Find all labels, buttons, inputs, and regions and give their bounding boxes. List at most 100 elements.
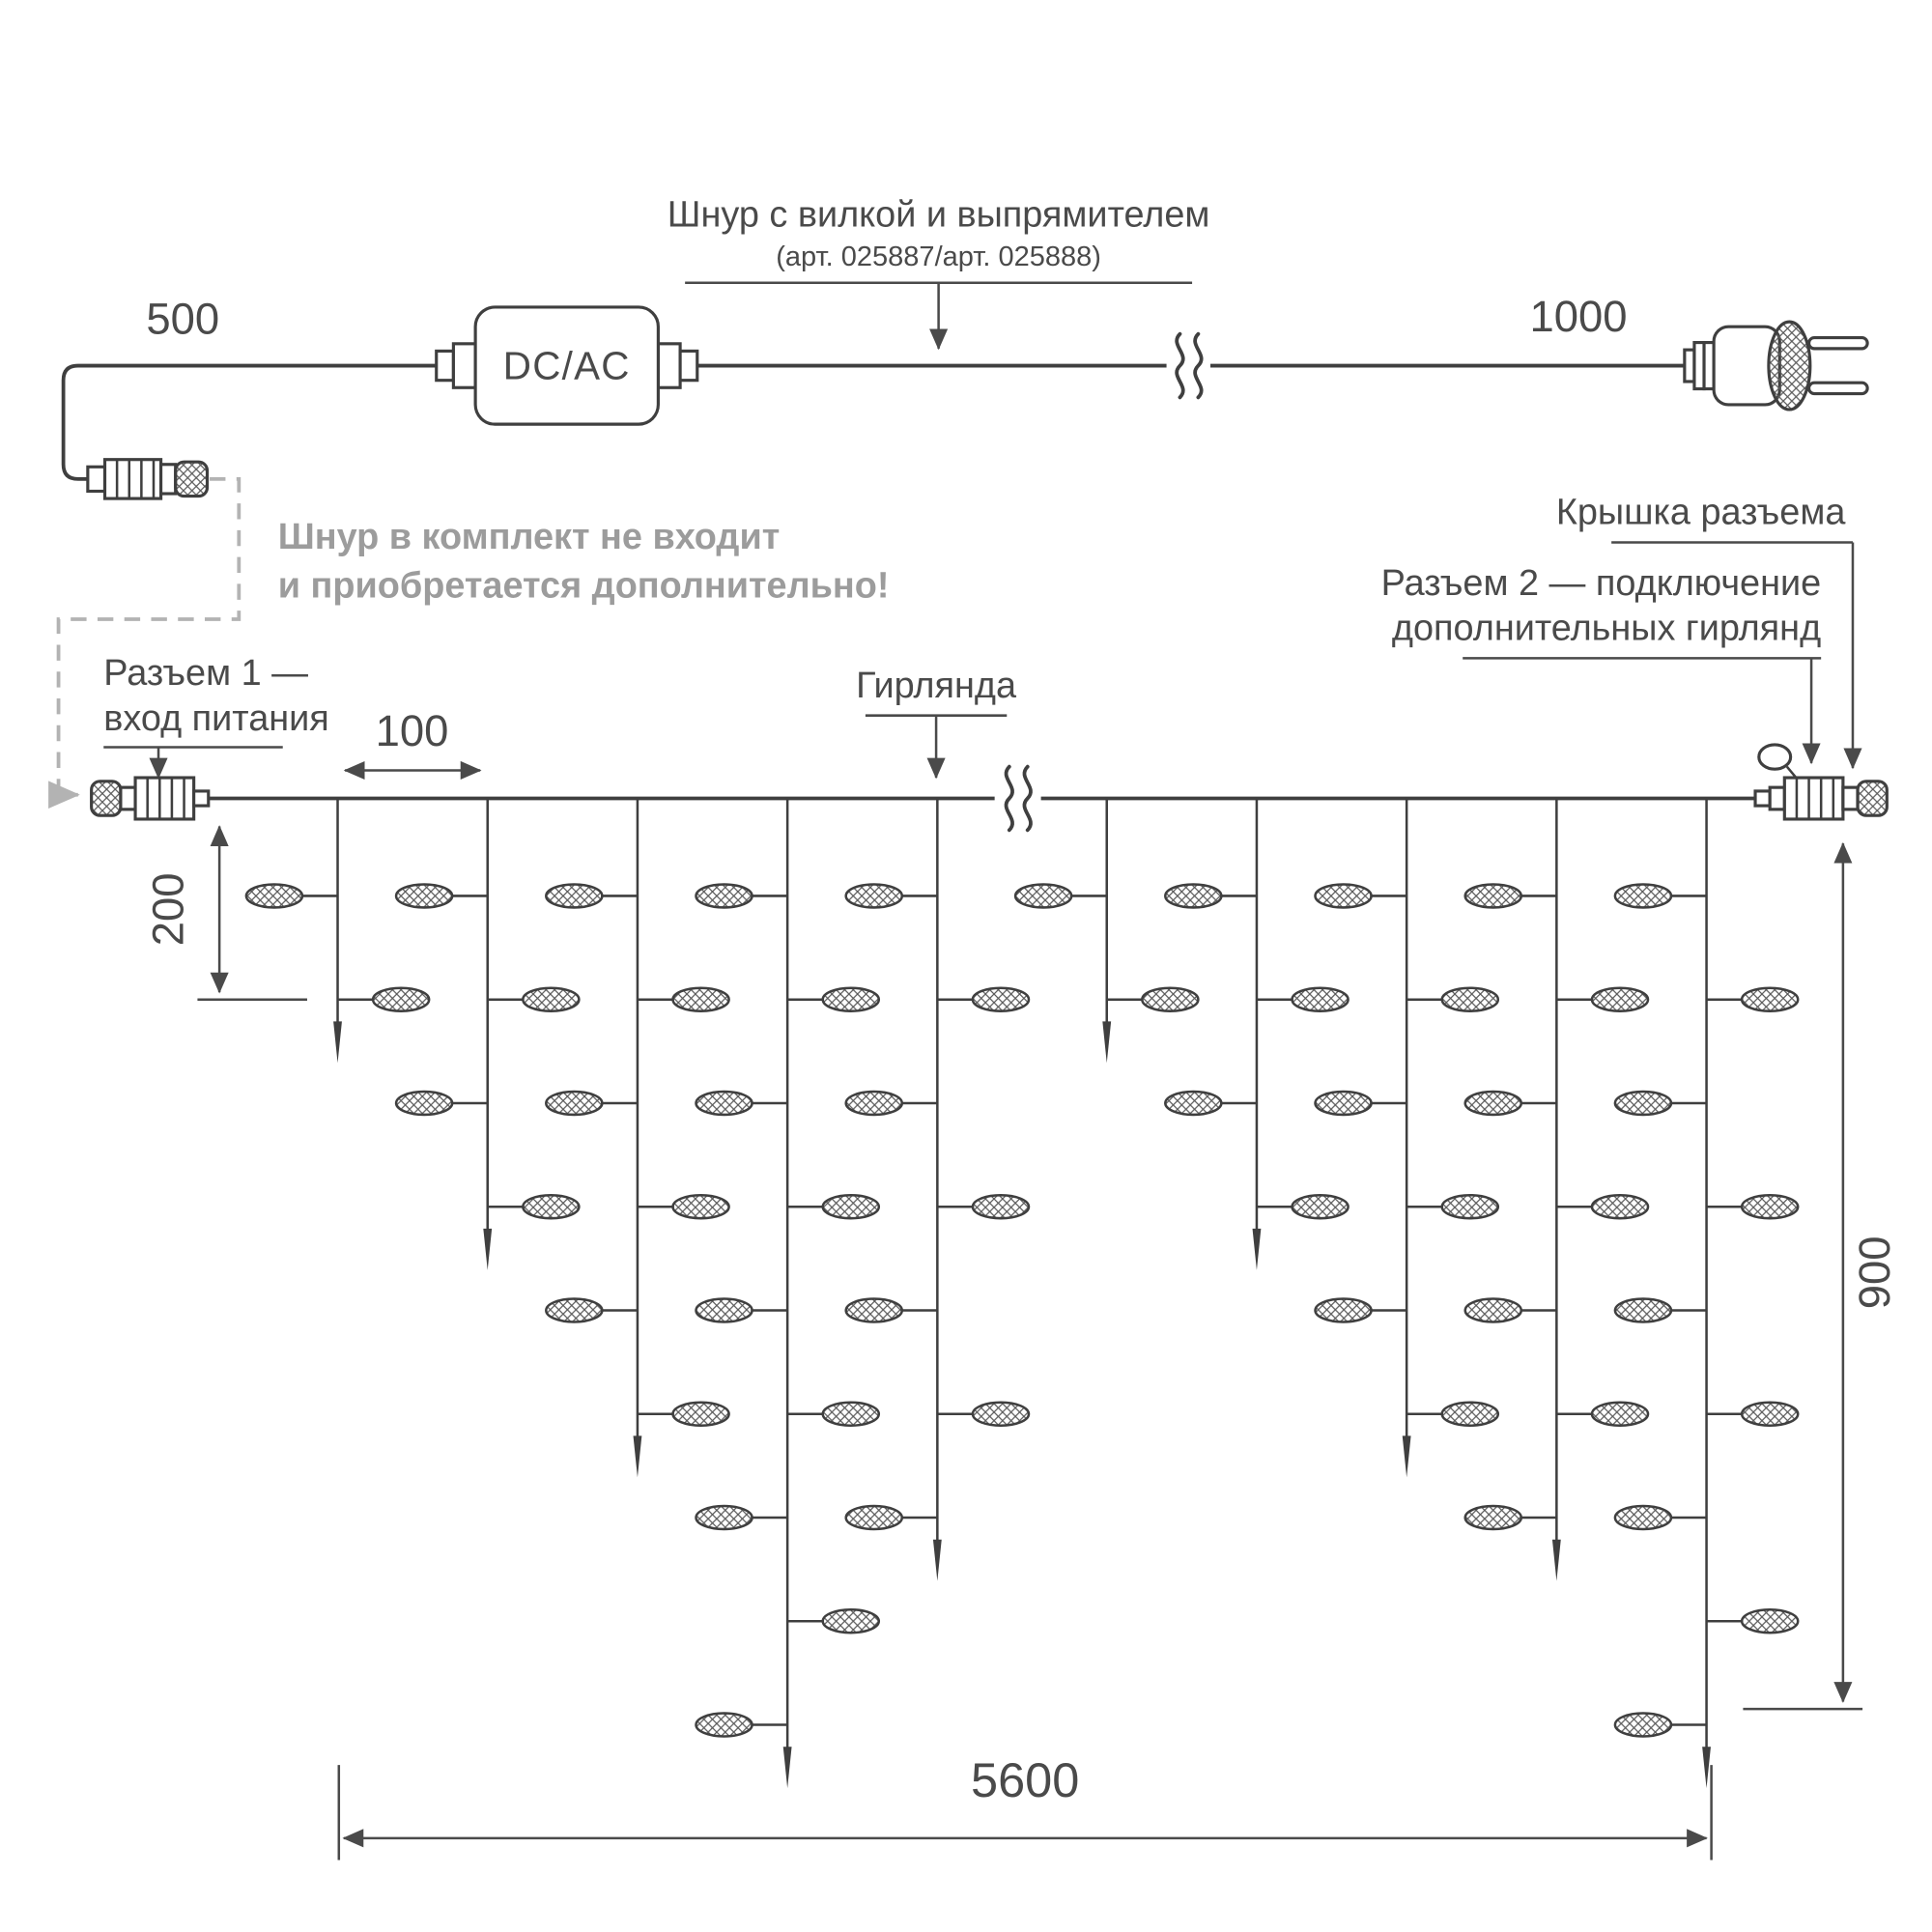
led-bulb [244, 883, 304, 909]
led-bulb [1590, 1193, 1650, 1220]
dcac-converter-box: DC/AC [435, 305, 699, 426]
led-bulb [1440, 1193, 1500, 1220]
led-bulb [695, 1504, 753, 1531]
garland-drop [1013, 798, 1200, 1064]
led-bulb [1613, 1297, 1673, 1323]
converter-label: DC/AC [503, 343, 631, 387]
connector2-line2: дополнительных гирлянд [1392, 608, 1821, 648]
garland-drop [394, 798, 581, 1270]
garland-connector2 [1753, 743, 1889, 821]
led-bulb [1613, 1090, 1673, 1117]
led-bulb [844, 1504, 904, 1531]
led-bulb [1314, 883, 1373, 909]
led-bulb [971, 986, 1031, 1012]
led-bulb [1740, 1193, 1800, 1220]
garland-drop [1314, 798, 1500, 1478]
led-bulb [1440, 986, 1500, 1012]
led-bulb [1440, 1401, 1500, 1427]
led-bulb [522, 986, 581, 1012]
garland-drop [1613, 798, 1800, 1789]
svg-text:5600: 5600 [971, 1752, 1079, 1807]
drop-tip [1702, 1747, 1711, 1789]
led-bulb [1613, 1504, 1673, 1531]
led-bulb [1463, 1090, 1523, 1117]
break-symbol-garland [994, 764, 1041, 833]
led-bulb [1590, 986, 1650, 1012]
led-bulb [1740, 1607, 1800, 1634]
dim-curtain-height: 900 [1743, 841, 1899, 1711]
led-bulb [671, 986, 730, 1012]
note-line1: Шнур в комплект не входит [278, 517, 781, 557]
led-bulb [671, 1401, 730, 1427]
connector1-line1: Разъем 1 — [103, 653, 308, 694]
led-bulb [1141, 986, 1200, 1012]
drop-tip [1402, 1435, 1411, 1478]
plug-face [1767, 320, 1812, 412]
led-bulb [1590, 1401, 1650, 1427]
drop-tip [932, 1539, 942, 1581]
led-bulb [695, 1712, 753, 1738]
connector-nut [174, 460, 210, 498]
led-bulb [1291, 1193, 1350, 1220]
garland-drop [844, 798, 1031, 1581]
connector1-line2: вход питания [103, 698, 329, 739]
led-bulb [821, 1607, 881, 1634]
led-bulb [844, 1297, 904, 1323]
svg-text:200: 200 [143, 872, 192, 946]
dim-first-drop: 200 [143, 825, 307, 1001]
led-bulb [821, 986, 881, 1012]
led-bulb [971, 1193, 1031, 1220]
dim-cord-right: 1000 [1530, 292, 1628, 341]
drop-tip [1551, 1539, 1561, 1581]
led-bulb [545, 1090, 604, 1117]
led-bulb [821, 1193, 881, 1220]
led-bulb [522, 1193, 581, 1220]
led-bulb [1291, 986, 1350, 1012]
led-bulb [1314, 1090, 1373, 1117]
break-symbol-cord [1166, 331, 1210, 400]
led-bulb [1613, 883, 1673, 909]
garland-drop [1463, 798, 1650, 1581]
garland-assembly: Разъем 1 — вход питания Гирлянда Крышка … [90, 493, 1899, 1861]
garland-label: Гирлянда [856, 666, 1017, 706]
led-bulb [821, 1401, 881, 1427]
led-bulb [1740, 986, 1800, 1012]
garland-drops [244, 798, 1800, 1789]
connector2-callout: Разъем 2 — подключение дополнительных ги… [1381, 563, 1821, 765]
led-bulb [394, 1090, 454, 1117]
drop-tip [1102, 1021, 1112, 1064]
garland-drop [244, 798, 431, 1064]
cord-wire-left [61, 363, 441, 481]
led-bulb [1740, 1401, 1800, 1427]
svg-text:100: 100 [376, 706, 449, 755]
drop-tip [483, 1228, 493, 1270]
drop-tip [782, 1747, 792, 1789]
led-bulb [1164, 1090, 1223, 1117]
led-bulb [695, 883, 753, 909]
garland-drop [1164, 798, 1350, 1270]
led-bulb [371, 986, 431, 1012]
led-bulb [1013, 883, 1073, 909]
plug-prong-top [1806, 335, 1869, 351]
led-bulb [1463, 883, 1523, 909]
led-bulb [545, 883, 604, 909]
mains-plug [1683, 320, 1869, 412]
cord-title: Шнур с вилкой и выпрямителем [668, 195, 1210, 236]
led-bulb [1613, 1712, 1673, 1738]
led-bulb [1164, 883, 1223, 909]
connector-cover-cap [1757, 743, 1793, 771]
led-bulb [545, 1297, 604, 1323]
cover-callout: Крышка разъема [1556, 493, 1862, 770]
garland-connector1 [90, 776, 211, 821]
led-bulb [844, 1090, 904, 1117]
dim-curtain-width: 5600 [337, 1752, 1713, 1861]
led-bulb [1463, 1297, 1523, 1323]
garland-drop [545, 798, 730, 1478]
led-bulb [695, 1090, 753, 1117]
garland-drop [695, 798, 881, 1789]
led-bulb [1463, 1504, 1523, 1531]
led-bulb [695, 1297, 753, 1323]
cover-label: Крышка разъема [1556, 493, 1847, 533]
